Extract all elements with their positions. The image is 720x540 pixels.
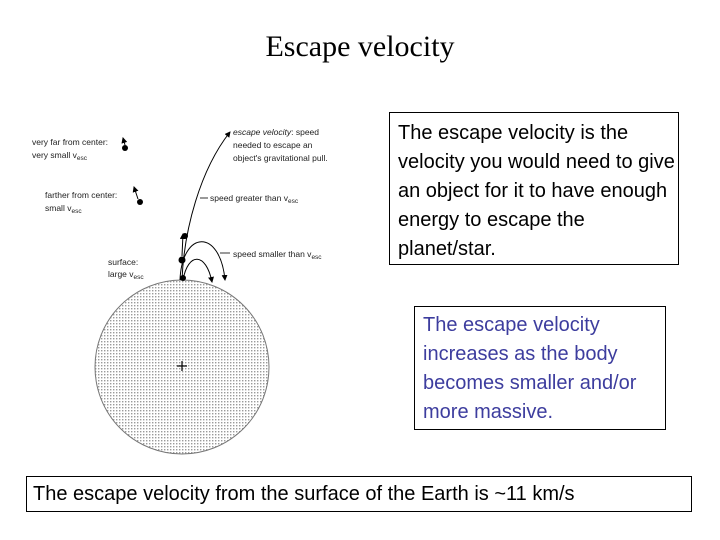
label-escape-2: needed to escape an	[233, 140, 313, 150]
label-surface-2: large vesc	[108, 269, 144, 281]
escape-velocity-diagram: very far from center: very small vesc fa…	[32, 127, 328, 455]
slide-title: Escape velocity	[265, 30, 455, 63]
label-escape-1: escape velocity: speed	[233, 127, 319, 137]
label-escape-3: object's gravitational pull.	[233, 153, 328, 163]
label-farther-2: small vesc	[45, 203, 82, 215]
label-smaller: speed smaller than vesc	[233, 249, 322, 261]
label-farther-1: farther from center:	[45, 190, 117, 200]
planet-center-mark	[177, 361, 187, 371]
object-far	[122, 145, 128, 151]
return-trajectory-large	[179, 241, 228, 281]
label-greater: speed greater than vesc	[210, 193, 299, 205]
earth-escape-box: The escape velocity from the surface of …	[26, 476, 692, 512]
label-far-1: very far from center:	[32, 137, 108, 147]
object-mid	[182, 233, 188, 239]
return-trajectory-small	[182, 258, 214, 283]
object-farther	[137, 199, 143, 205]
object-launch	[180, 275, 186, 281]
label-far-2: very small vesc	[32, 150, 88, 162]
object-surface	[178, 256, 186, 264]
escape-trajectory	[181, 131, 231, 281]
definition-box: The escape velocity is the velocity you …	[389, 112, 679, 265]
label-surface-1: surface:	[108, 257, 138, 267]
dependence-box: The escape velocity increases as the bod…	[414, 306, 666, 430]
